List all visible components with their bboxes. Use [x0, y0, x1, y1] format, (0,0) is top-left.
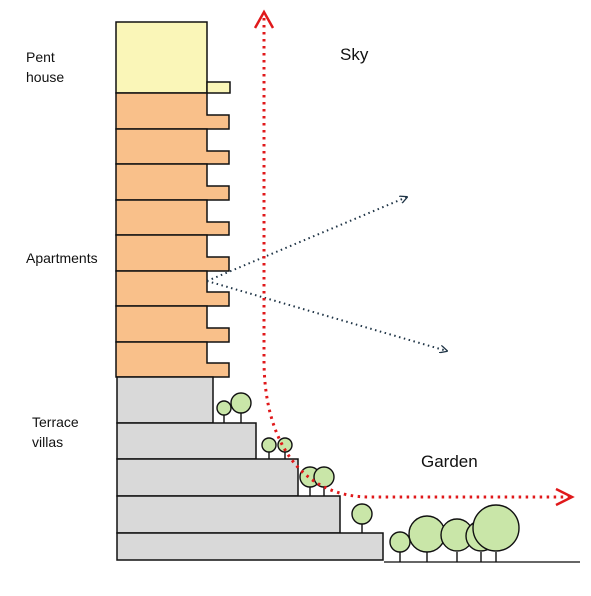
- apartment-floor: [115, 163, 230, 201]
- apartment-floor: [115, 199, 230, 236]
- apartment-floor: [115, 234, 230, 272]
- apartment-floor: [115, 270, 230, 307]
- terrace-villa-level: [116, 458, 299, 497]
- red-arrowhead-right: [555, 487, 575, 507]
- apartment-floor: [115, 305, 230, 343]
- terrace-villa-level: [116, 495, 341, 534]
- tree-icon: [472, 504, 520, 562]
- tree-icon: [277, 437, 293, 459]
- label-terrace-villas: Terrace villas: [32, 414, 79, 450]
- terrace-villa-level: [116, 532, 384, 561]
- terrace-villa-level: [116, 376, 214, 424]
- label-penthouse: Pent house: [26, 49, 65, 85]
- apartment-floor: [115, 128, 230, 165]
- apartment-floors: [115, 92, 230, 378]
- tree-icon: [230, 392, 252, 423]
- apartment-floor: [115, 92, 230, 130]
- label-sky: Sky: [340, 45, 369, 64]
- tree-icon: [216, 400, 232, 423]
- trees: [216, 392, 520, 562]
- sky-garden-path: [253, 9, 575, 507]
- penthouse-block: [115, 21, 208, 94]
- red-dotted-curve: [262, 18, 570, 499]
- view-lines: [206, 197, 447, 351]
- tree-icon: [351, 503, 373, 533]
- view-arrow-down: [206, 280, 447, 351]
- penthouse-balcony: [206, 81, 231, 94]
- terrace-villa-level: [116, 422, 257, 460]
- apartment-floor: [115, 341, 230, 378]
- tree-icon: [389, 531, 411, 562]
- tree-icon: [313, 466, 335, 496]
- label-garden: Garden: [421, 452, 478, 471]
- tree-icon: [261, 437, 277, 459]
- label-apartments: Apartments: [26, 250, 98, 266]
- terrace-villas: [116, 376, 384, 561]
- tree-icon: [408, 515, 446, 562]
- view-arrow-up: [206, 197, 407, 282]
- penthouse: [115, 21, 231, 94]
- red-arrowhead-up: [253, 9, 275, 29]
